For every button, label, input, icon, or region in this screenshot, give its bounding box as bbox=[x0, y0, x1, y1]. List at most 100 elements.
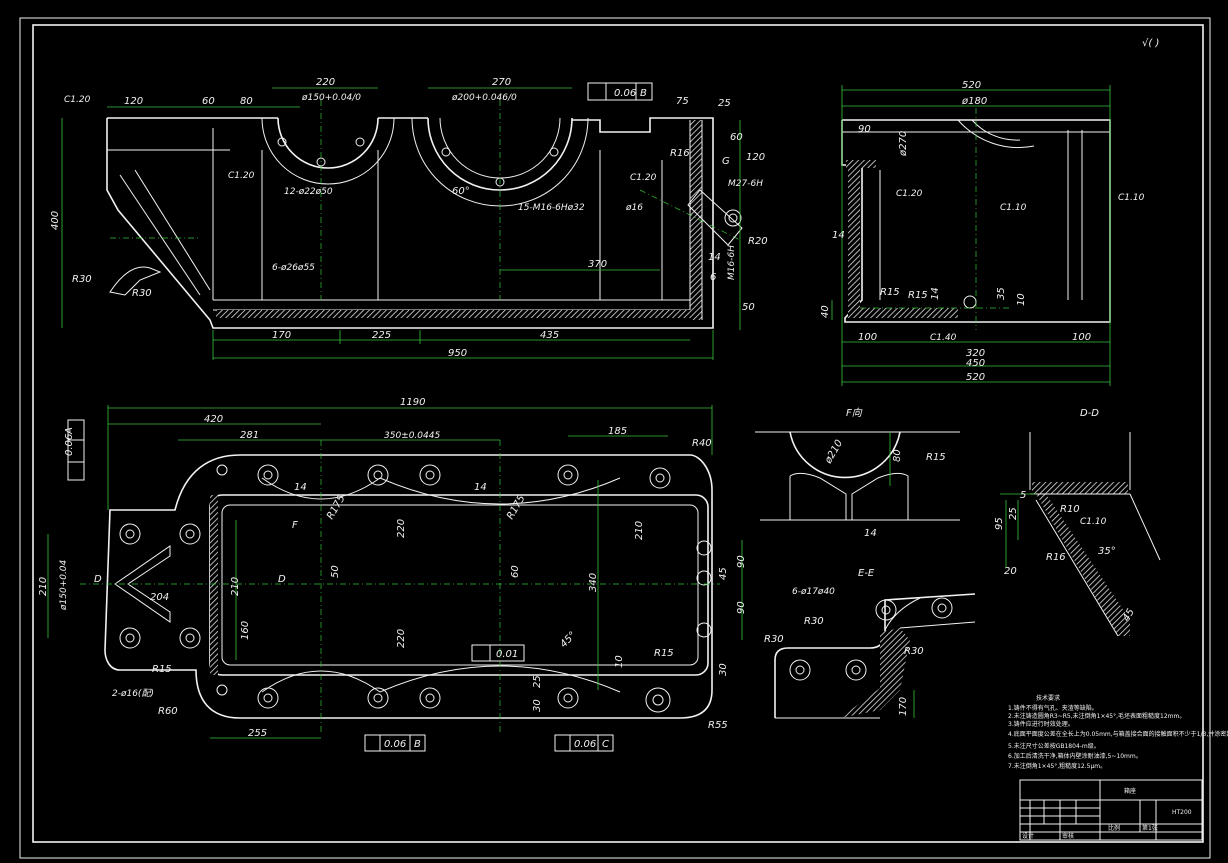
plan-holes bbox=[119, 464, 712, 713]
svg-text:225: 225 bbox=[372, 330, 391, 341]
svg-text:7.未注倒角1×45°,粗糙度12.5μm。: 7.未注倒角1×45°,粗糙度12.5μm。 bbox=[1008, 762, 1106, 770]
svg-text:G: G bbox=[722, 156, 730, 167]
svg-text:50: 50 bbox=[330, 565, 341, 578]
svg-text:20: 20 bbox=[1004, 566, 1017, 577]
svg-text:ø16: ø16 bbox=[625, 203, 643, 213]
svg-text:6-ø26ø55: 6-ø26ø55 bbox=[272, 263, 315, 273]
svg-text:D: D bbox=[278, 574, 286, 585]
svg-text:R30: R30 bbox=[764, 634, 784, 645]
svg-text:5.未注尺寸公差按GB1804-m级。: 5.未注尺寸公差按GB1804-m级。 bbox=[1008, 742, 1100, 750]
svg-text:C1.10: C1.10 bbox=[1118, 193, 1145, 203]
svg-text:R15: R15 bbox=[908, 290, 928, 301]
svg-text:90: 90 bbox=[736, 555, 747, 568]
svg-text:ø150+0.04/0: ø150+0.04/0 bbox=[301, 93, 361, 103]
section-f: F向 ø210 80 R15 14 bbox=[755, 407, 960, 539]
svg-text:R15: R15 bbox=[880, 287, 900, 298]
svg-text:ø270: ø270 bbox=[898, 131, 909, 157]
svg-text:95: 95 bbox=[994, 517, 1005, 530]
svg-text:D-D: D-D bbox=[1080, 408, 1099, 419]
svg-text:F: F bbox=[292, 520, 298, 531]
svg-text:6-ø17ø40: 6-ø17ø40 bbox=[792, 587, 835, 597]
svg-text:14: 14 bbox=[474, 482, 487, 493]
svg-text:14: 14 bbox=[832, 230, 845, 241]
svg-text:M16-6H: M16-6H bbox=[727, 245, 737, 280]
svg-text:210: 210 bbox=[230, 577, 241, 596]
svg-text:420: 420 bbox=[204, 414, 223, 425]
svg-text:D: D bbox=[94, 574, 102, 585]
svg-text:F向: F向 bbox=[846, 407, 863, 419]
svg-text:5: 5 bbox=[1020, 490, 1026, 501]
svg-text:2-ø16(配): 2-ø16(配) bbox=[112, 688, 154, 699]
svg-text:0.06: 0.06 bbox=[384, 739, 406, 750]
svg-text:80: 80 bbox=[240, 96, 253, 107]
roughness-note: √( ) bbox=[1142, 38, 1159, 49]
svg-text:C1.20: C1.20 bbox=[228, 171, 255, 181]
svg-text:C1.40: C1.40 bbox=[930, 333, 957, 343]
side-view: 520 ø180 90 ø270 14 R15 R15 14 35 10 40 … bbox=[820, 80, 1145, 386]
svg-text:0.01: 0.01 bbox=[496, 649, 518, 660]
svg-text:R30: R30 bbox=[804, 616, 824, 627]
svg-text:C1.20: C1.20 bbox=[630, 173, 657, 183]
section-ee: E-E 6-ø17ø40 R30 R30 R30 170 bbox=[764, 568, 976, 719]
svg-text:520: 520 bbox=[966, 372, 985, 383]
svg-text:R30: R30 bbox=[72, 274, 92, 285]
svg-text:技术要求: 技术要求 bbox=[1036, 694, 1060, 702]
svg-text:C1.20: C1.20 bbox=[64, 95, 91, 105]
svg-text:120: 120 bbox=[124, 96, 143, 107]
svg-text:950: 950 bbox=[448, 348, 467, 359]
svg-text:400: 400 bbox=[50, 211, 61, 230]
svg-text:R55: R55 bbox=[708, 720, 728, 731]
plan-view: 1190 420 281 350±0.0445 185 R40 R175 R17… bbox=[38, 397, 747, 752]
svg-text:270: 270 bbox=[492, 77, 511, 88]
svg-text:220: 220 bbox=[316, 77, 335, 88]
svg-text:B: B bbox=[640, 88, 647, 99]
svg-text:C1.10: C1.10 bbox=[1080, 517, 1107, 527]
svg-text:R15: R15 bbox=[654, 648, 674, 659]
front-view: 120 60 80 220 270 75 25 60 120 170 225 4… bbox=[50, 77, 768, 360]
svg-text:450: 450 bbox=[966, 358, 985, 369]
svg-text:R175: R175 bbox=[505, 493, 528, 521]
svg-text:170: 170 bbox=[898, 697, 909, 716]
svg-text:100: 100 bbox=[858, 332, 877, 343]
svg-text:25: 25 bbox=[532, 675, 543, 688]
svg-text:ø210: ø210 bbox=[823, 438, 846, 466]
svg-text:4.底面平面度公差在全长上为0.05mm,与箱盖接合面的接触: 4.底面平面度公差在全长上为0.05mm,与箱盖接合面的接触面积不少于1/3,并… bbox=[1008, 730, 1228, 738]
svg-text:2.未注铸造圆角R3~R5,未注倒角1×45°,毛坯表面粗糙: 2.未注铸造圆角R3~R5,未注倒角1×45°,毛坯表面粗糙度12mm。 bbox=[1008, 712, 1185, 720]
svg-text:设计: 设计 bbox=[1022, 832, 1034, 840]
svg-text:14: 14 bbox=[930, 287, 941, 300]
svg-text:30: 30 bbox=[532, 699, 543, 712]
svg-text:C1.10: C1.10 bbox=[1000, 203, 1027, 213]
svg-text:ø150+0.04: ø150+0.04 bbox=[59, 559, 69, 611]
section-dd: D-D 5 R10 C1.10 95 25 R16 20 35° 45 bbox=[994, 408, 1161, 637]
svg-text:HT200: HT200 bbox=[1172, 809, 1192, 816]
svg-text:30: 30 bbox=[718, 663, 729, 676]
svg-text:160: 160 bbox=[240, 621, 251, 640]
svg-text:ø200+0.046/0: ø200+0.046/0 bbox=[451, 93, 517, 103]
svg-text:审核: 审核 bbox=[1062, 832, 1074, 840]
svg-text:50: 50 bbox=[742, 302, 755, 313]
svg-text:35: 35 bbox=[996, 287, 1007, 300]
title-block: 箱座 HT200 比例 第1张 设计 审核 bbox=[1019, 779, 1203, 841]
svg-text:60: 60 bbox=[730, 132, 743, 143]
svg-text:520: 520 bbox=[962, 80, 981, 91]
svg-text:204: 204 bbox=[150, 592, 169, 603]
svg-text:R15: R15 bbox=[926, 452, 946, 463]
sheet-outer-border bbox=[19, 17, 1211, 859]
svg-text:120: 120 bbox=[746, 152, 765, 163]
svg-text:3.铸件应进行时效处理。: 3.铸件应进行时效处理。 bbox=[1008, 720, 1074, 728]
svg-text:170: 170 bbox=[272, 330, 291, 341]
svg-text:14: 14 bbox=[864, 528, 877, 539]
svg-text:R30: R30 bbox=[132, 288, 152, 299]
svg-text:0.06: 0.06 bbox=[574, 739, 596, 750]
svg-text:R16: R16 bbox=[670, 148, 690, 159]
svg-text:R15: R15 bbox=[152, 664, 172, 675]
svg-text:185: 185 bbox=[608, 426, 627, 437]
svg-text:320: 320 bbox=[966, 348, 985, 359]
svg-text:75: 75 bbox=[676, 96, 689, 107]
svg-text:210: 210 bbox=[634, 521, 645, 540]
svg-text:435: 435 bbox=[540, 330, 559, 341]
svg-text:60: 60 bbox=[510, 565, 521, 578]
svg-text:12-ø22ø50: 12-ø22ø50 bbox=[284, 187, 333, 197]
svg-text:比例: 比例 bbox=[1108, 824, 1120, 832]
svg-text:B: B bbox=[414, 739, 421, 750]
